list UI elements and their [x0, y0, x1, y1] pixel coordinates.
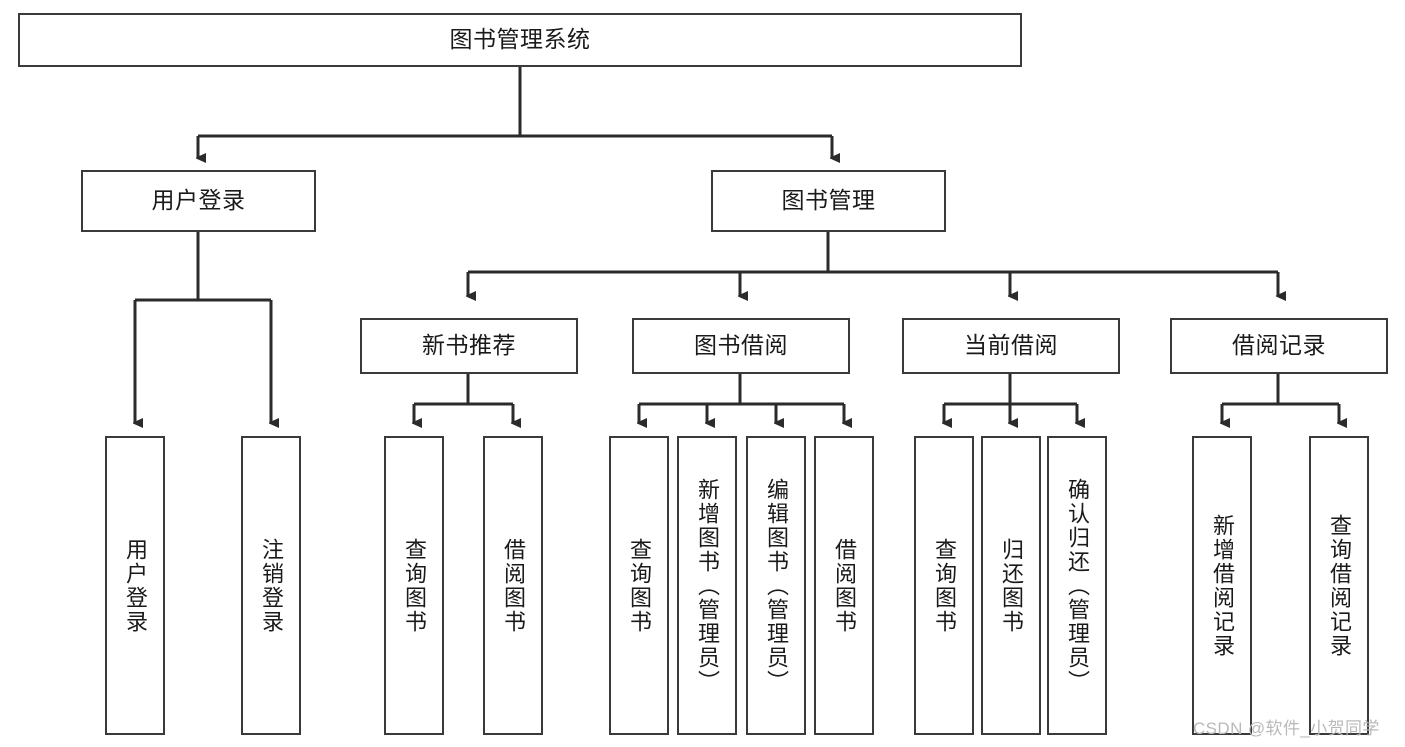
- node-label: 借阅图书: [832, 537, 857, 634]
- node-label: 新增借阅记录: [1210, 513, 1235, 658]
- node-label: 确认归还（管理员）: [1065, 477, 1090, 694]
- node-label: 编辑图书（管理员）: [764, 477, 789, 694]
- node-current-borrow[interactable]: 当前借阅: [902, 318, 1120, 374]
- node-label: 图书管理系统: [449, 26, 591, 53]
- node-label: 查询借阅记录: [1327, 513, 1352, 658]
- leaf-book-borrow-query[interactable]: 查询图书: [609, 436, 669, 735]
- node-label: 新增图书（管理员）: [695, 477, 720, 694]
- leaf-current-borrow-query[interactable]: 查询图书: [914, 436, 974, 735]
- node-label: 图书借阅: [694, 332, 788, 359]
- node-label: 归还图书: [999, 537, 1024, 634]
- leaf-user-login-logout[interactable]: 注销登录: [241, 436, 301, 735]
- node-label: 图书管理: [781, 187, 876, 214]
- node-borrow-records[interactable]: 借阅记录: [1170, 318, 1388, 374]
- node-label: 用户登录: [123, 537, 148, 634]
- leaf-book-borrow-add-admin[interactable]: 新增图书（管理员）: [677, 436, 737, 735]
- leaf-new-book-borrow[interactable]: 借阅图书: [483, 436, 543, 735]
- node-book-borrow[interactable]: 图书借阅: [632, 318, 850, 374]
- leaf-new-book-query[interactable]: 查询图书: [384, 436, 444, 735]
- node-label: 借阅记录: [1232, 332, 1326, 359]
- node-label: 借阅图书: [501, 537, 526, 634]
- node-label: 查询图书: [932, 537, 957, 634]
- node-label: 查询图书: [627, 537, 652, 634]
- node-label: 查询图书: [402, 537, 427, 634]
- node-label: 用户登录: [151, 187, 246, 214]
- csdn-watermark: CSDN @软件_小贺同学: [1193, 719, 1380, 738]
- node-user-login[interactable]: 用户登录: [81, 170, 316, 232]
- node-new-book-recommend[interactable]: 新书推荐: [360, 318, 578, 374]
- node-root-book-management-system[interactable]: 图书管理系统: [18, 13, 1022, 67]
- leaf-user-login-signin[interactable]: 用户登录: [105, 436, 165, 735]
- leaf-book-borrow-edit-admin[interactable]: 编辑图书（管理员）: [746, 436, 806, 735]
- node-label: 当前借阅: [964, 332, 1058, 359]
- leaf-book-borrow-borrow[interactable]: 借阅图书: [814, 436, 874, 735]
- leaf-current-borrow-return[interactable]: 归还图书: [981, 436, 1041, 735]
- node-book-management[interactable]: 图书管理: [711, 170, 946, 232]
- leaf-borrow-records-query[interactable]: 查询借阅记录: [1309, 436, 1369, 735]
- node-label: 新书推荐: [422, 332, 516, 359]
- leaf-current-borrow-confirm-return-admin[interactable]: 确认归还（管理员）: [1047, 436, 1107, 735]
- leaf-borrow-records-add[interactable]: 新增借阅记录: [1192, 436, 1252, 735]
- node-label: 注销登录: [259, 537, 284, 634]
